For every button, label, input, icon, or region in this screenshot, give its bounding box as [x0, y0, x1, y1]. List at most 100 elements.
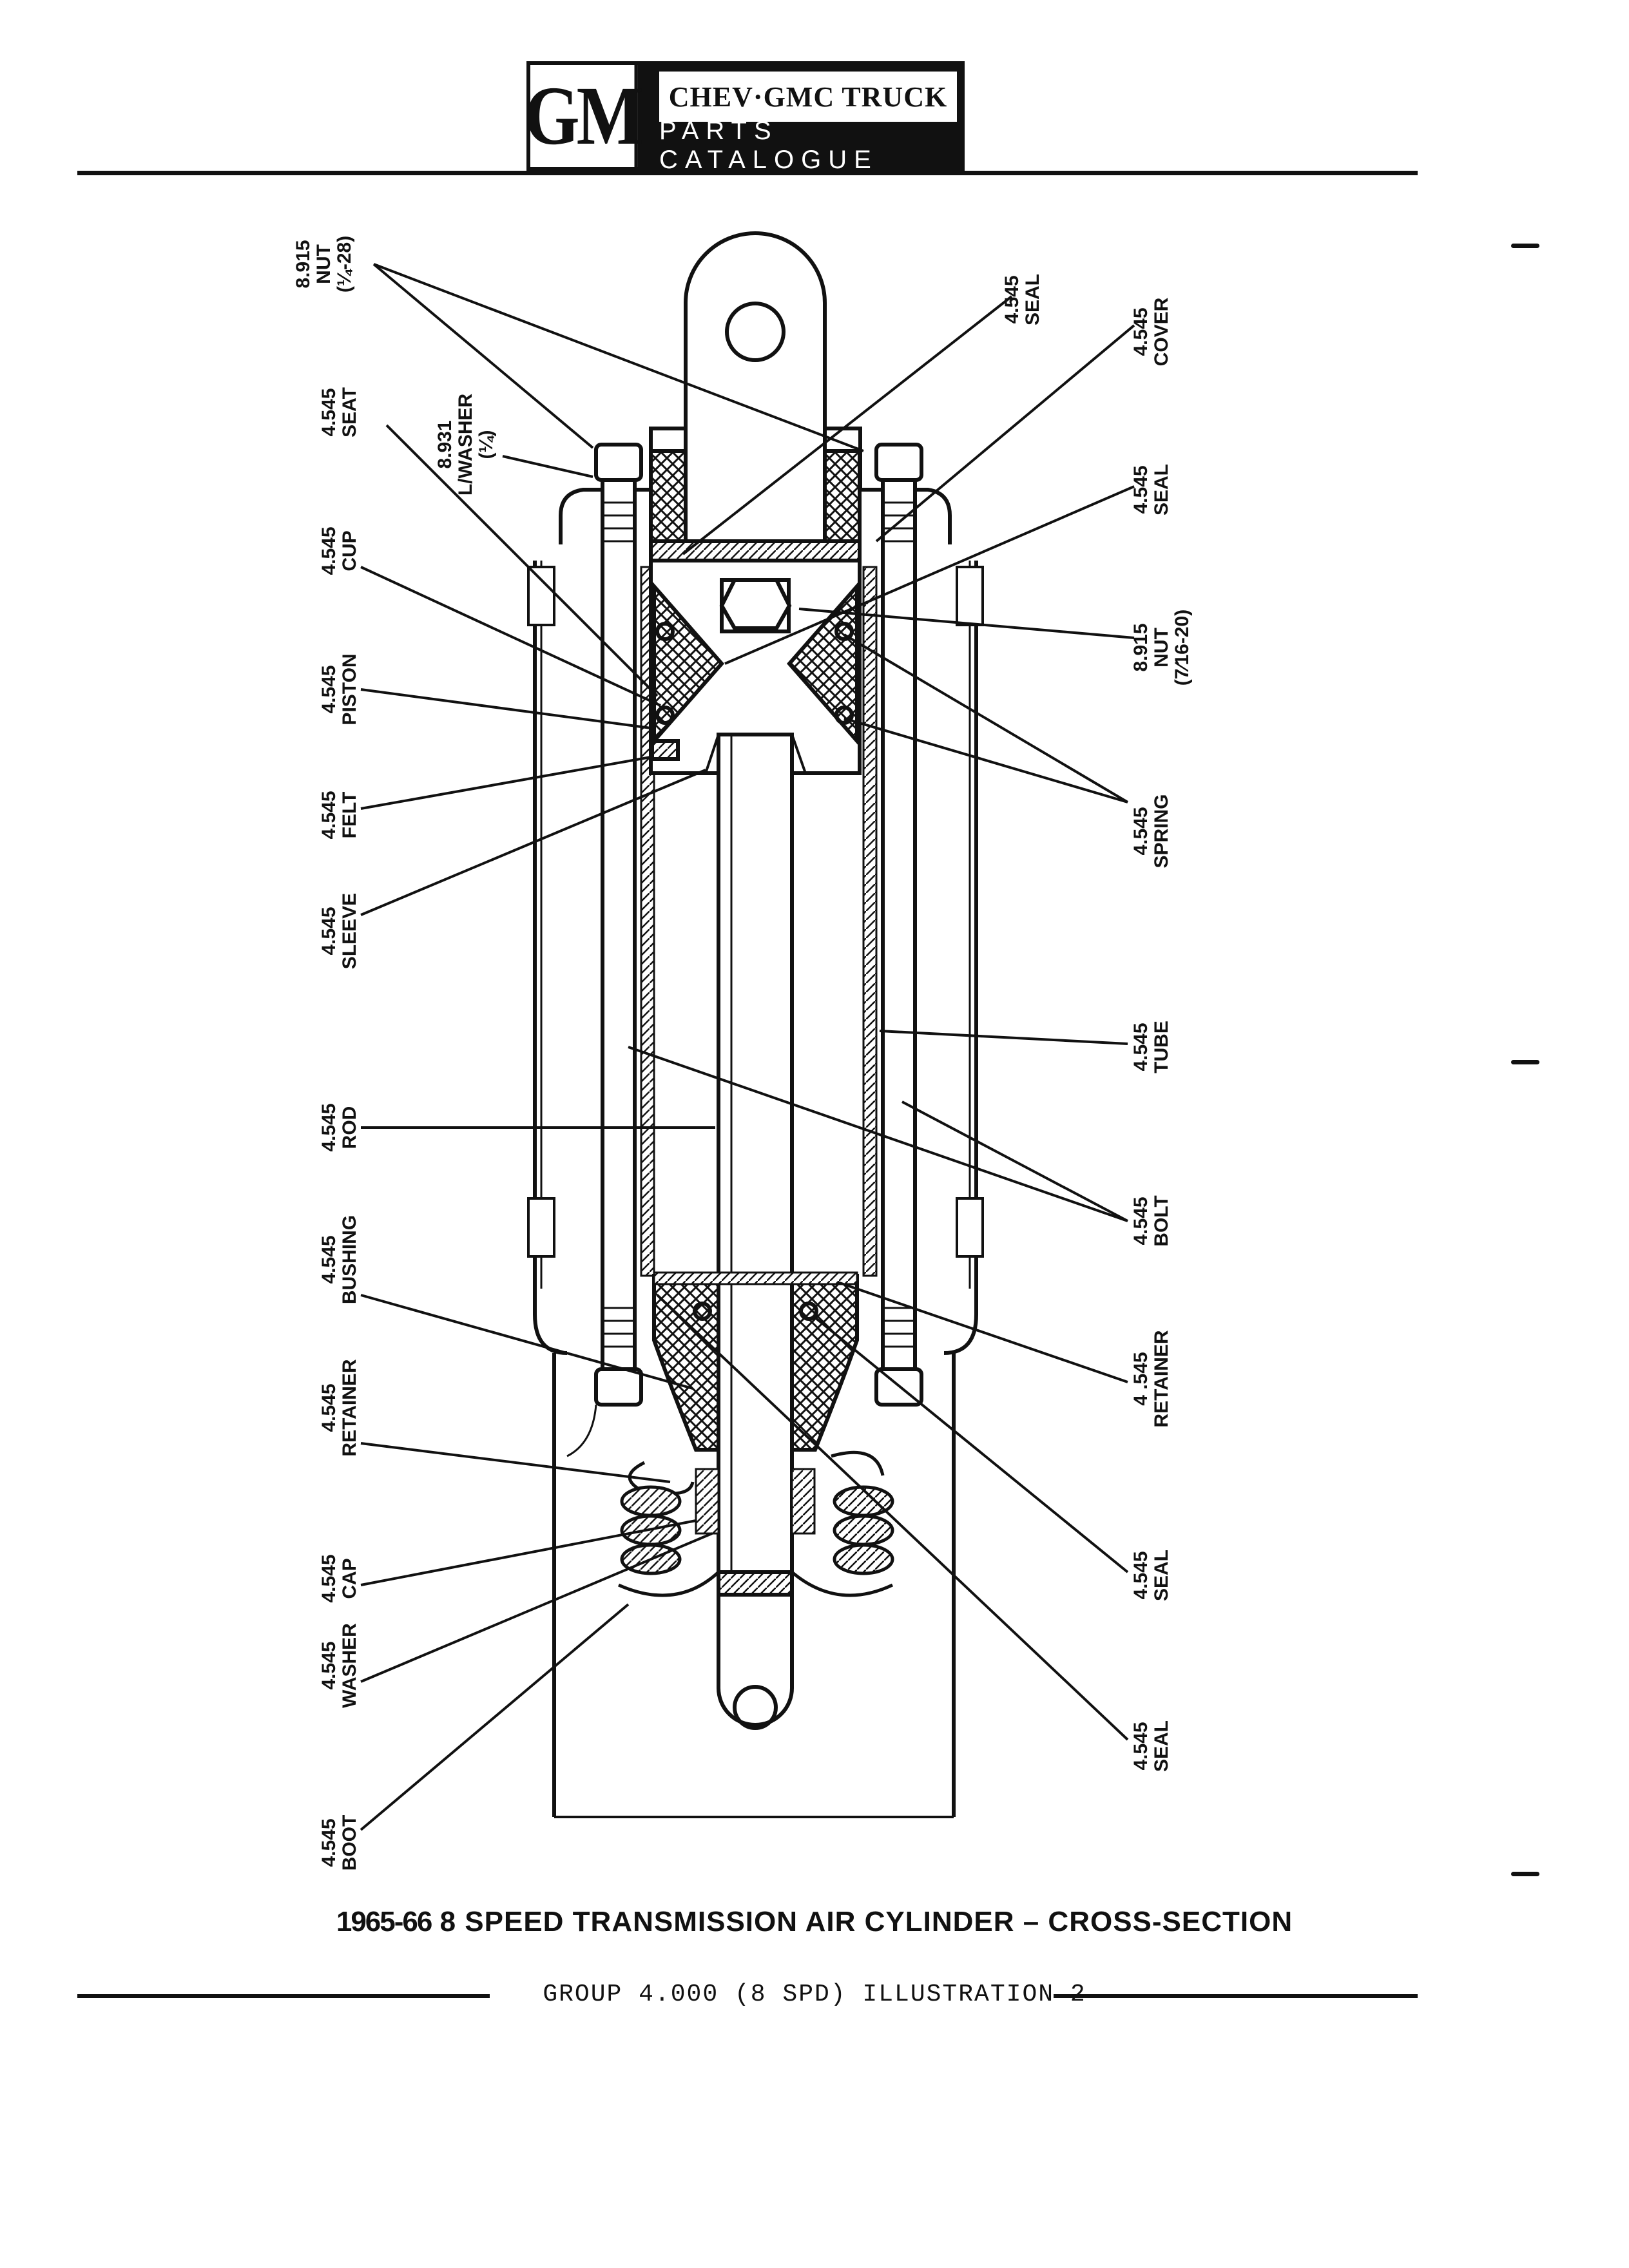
- leader-tube: [879, 1030, 1128, 1045]
- part-label-name: COVER: [1151, 297, 1172, 366]
- part-label-code: 8.931: [434, 420, 456, 468]
- part-labels: 8.915 NUT (¼-28) 4.545 SEAT 8.931 L/WASH…: [293, 236, 1193, 1871]
- part-label: 4.545 FELT: [318, 791, 360, 839]
- leader-bolt-1: [628, 1046, 1128, 1222]
- part-label-name: NUT: [1151, 628, 1172, 668]
- caption-year: 1965-66: [336, 1906, 432, 1937]
- part-label-name: BOOT: [339, 1815, 360, 1871]
- part-label: 4.545 BOOT: [318, 1815, 360, 1871]
- edge-mark: [1511, 244, 1539, 248]
- part-label: 4.545 SEAL: [1130, 1720, 1172, 1772]
- part-label: 4 .545 RETAINER: [1130, 1330, 1172, 1427]
- part-label: 4.545 WASHER: [318, 1623, 360, 1708]
- part-label-spec: (¼-28): [334, 236, 355, 293]
- edge-mark: [1511, 1060, 1539, 1064]
- top-clevis: [684, 231, 827, 509]
- part-label: 8.931 L/WASHER (¼): [434, 394, 497, 496]
- leader-bushing: [360, 1294, 693, 1390]
- housing-clips: [527, 566, 984, 1258]
- part-label-code: 4.545: [1130, 465, 1152, 514]
- footer-reference: GROUP 4.000 (8 SPD) ILLUSTRATION 2: [543, 1981, 1086, 2008]
- part-label-name: SPRING: [1151, 794, 1172, 868]
- part-label-code: 8.915: [1130, 623, 1152, 671]
- part-label-name: L/WASHER: [455, 394, 476, 496]
- leader-lwasher: [502, 455, 593, 478]
- leader-nut-top-2: [373, 263, 864, 452]
- cylinder-drawing: [527, 231, 984, 1818]
- part-label-code: 4.545: [1130, 1196, 1152, 1245]
- part-label-name: PISTON: [339, 653, 360, 725]
- part-label-code: 4.545: [318, 388, 340, 436]
- part-label-code: 4.545: [318, 526, 340, 575]
- leader-cover: [875, 324, 1135, 543]
- part-label-code: 4.545: [318, 1235, 340, 1283]
- part-label-code: 4.545: [318, 1641, 340, 1689]
- part-label: 4.545 COVER: [1130, 297, 1172, 366]
- bottom-head: [652, 1271, 859, 1535]
- leader-nut-top: [372, 263, 594, 449]
- edge-mark: [1511, 1872, 1539, 1876]
- part-label-code: 4.545: [318, 1383, 340, 1432]
- bottom-clevis: [717, 1570, 794, 1730]
- part-label-code: 4.545: [1130, 1551, 1152, 1599]
- part-label-name: CUP: [339, 530, 360, 571]
- leader-bolt-2: [901, 1100, 1128, 1222]
- leader-seat: [385, 424, 659, 697]
- part-label-name: WASHER: [339, 1623, 360, 1708]
- part-label-name: SEAL: [1151, 1720, 1172, 1772]
- part-label-code: 4.545: [318, 907, 340, 955]
- part-label-spec: (¼): [476, 430, 497, 459]
- part-label-name: SEAL: [1151, 1550, 1172, 1601]
- footer-rule-right: [1054, 1994, 1418, 1998]
- leader-seal-top: [682, 295, 1013, 555]
- leader-spring-1: [843, 633, 1129, 803]
- part-label-name: SEAL: [1151, 464, 1172, 515]
- part-label-code: 4.545: [1130, 1023, 1152, 1071]
- part-label-name: RETAINER: [339, 1359, 360, 1456]
- part-label: 4.545 SEAT: [318, 387, 360, 437]
- part-label-code: 4.545: [318, 1554, 340, 1602]
- part-label-name: FELT: [339, 792, 360, 839]
- leader-piston: [360, 688, 651, 729]
- part-label-name: SEAT: [339, 387, 360, 437]
- leader-boot: [360, 1603, 630, 1831]
- leader-retainer-l: [360, 1442, 671, 1483]
- piston-rod: [704, 733, 807, 1587]
- part-label: 4.545 RETAINER: [318, 1359, 360, 1456]
- part-label: 4.545 SLEEVE: [318, 893, 360, 969]
- leader-lines: [360, 263, 1135, 1831]
- part-label-code: 8.915: [293, 240, 314, 288]
- part-label-code: 4.545: [318, 1103, 340, 1151]
- leader-retainer-r: [837, 1281, 1128, 1383]
- part-label-code: 4.545: [1130, 307, 1152, 356]
- leader-sleeve: [360, 769, 706, 916]
- leader-seal-3: [814, 1316, 1129, 1573]
- part-label: 4.545 CUP: [318, 526, 360, 575]
- figure-caption: 1965-66 8 SPEED TRANSMISSION AIR CYLINDE…: [0, 1906, 1629, 1938]
- part-label-name: CAP: [339, 1558, 360, 1599]
- part-label: 8.915 NUT (7⁄16-20): [1130, 610, 1193, 686]
- part-label-name: ROD: [339, 1106, 360, 1149]
- part-label: 4.545 BUSHING: [318, 1215, 360, 1304]
- footer-rule-left: [77, 1994, 490, 1998]
- leader-nut-2: [798, 608, 1135, 639]
- caption-title: 8 SPEED TRANSMISSION AIR CYLINDER – CROS…: [439, 1906, 1293, 1937]
- part-label-name: SEAL: [1022, 274, 1043, 325]
- part-label-code: 4.545: [1130, 1722, 1152, 1770]
- part-label-name: RETAINER: [1151, 1330, 1172, 1427]
- part-label: 4.545 CAP: [318, 1554, 360, 1602]
- part-label-code: 4.545: [1130, 807, 1152, 855]
- header-title: CHEV·GMC TRUCK: [659, 72, 957, 122]
- leader-seal-4: [656, 1294, 1129, 1741]
- leader-felt: [360, 756, 651, 810]
- part-label: 4.545 SEAL: [1130, 1550, 1172, 1601]
- header-rule: [77, 171, 1418, 175]
- part-label: 4.545 SPRING: [1130, 794, 1172, 868]
- part-label-name: SLEEVE: [339, 893, 360, 969]
- boot-edge: [566, 1404, 597, 1457]
- part-label-code: 4 .545: [1130, 1352, 1152, 1405]
- leader-cap: [360, 1519, 697, 1586]
- part-label: 4.545 ROD: [318, 1103, 360, 1151]
- part-label-code: 4.545: [318, 791, 340, 839]
